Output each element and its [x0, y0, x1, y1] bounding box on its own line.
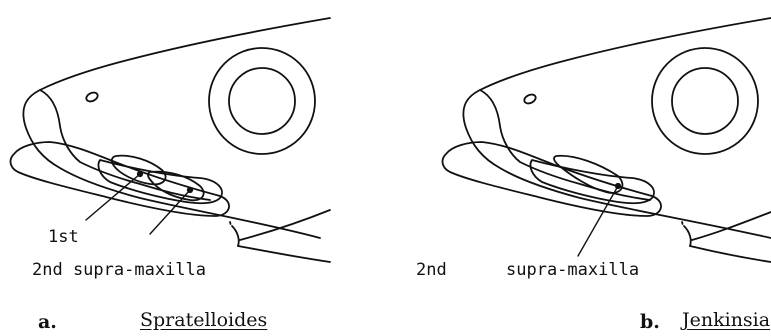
panel-b-letter: b. — [640, 313, 660, 332]
operculum — [232, 226, 239, 246]
belly-line-b — [690, 246, 771, 262]
eye-inner — [229, 68, 295, 134]
label-2nd-supra-maxilla: 2nd supra-maxilla — [32, 262, 206, 279]
lower-jaw — [11, 142, 230, 216]
label-supra-maxilla-b: supra-maxilla — [506, 262, 639, 279]
leader-1st — [86, 174, 140, 220]
jenkinsia-head — [443, 18, 771, 262]
nostril-b — [523, 93, 537, 105]
belly-line — [238, 246, 330, 262]
eye-outer — [209, 48, 315, 154]
lower-jaw-b — [443, 142, 662, 216]
label-2nd-b: 2nd — [416, 262, 447, 279]
label-1st: 1st — [48, 229, 79, 246]
spratelloides-head — [11, 18, 330, 262]
leader-2nd-b — [578, 186, 618, 256]
panel-a-letter: a. — [38, 313, 57, 332]
operculum-dots-b — [682, 222, 683, 226]
snout-contour-b — [480, 90, 650, 200]
maxilla-b — [530, 160, 654, 203]
body-line — [240, 210, 330, 240]
operculum-dots — [230, 222, 231, 226]
eye-outer-b — [652, 48, 758, 154]
panel-b-genus: Jenkinsia — [682, 311, 770, 330]
nostril — [85, 91, 99, 103]
eye-inner-b — [672, 68, 738, 134]
panel-a-genus: Spratelloides — [140, 311, 267, 330]
operculum-b — [684, 226, 691, 246]
